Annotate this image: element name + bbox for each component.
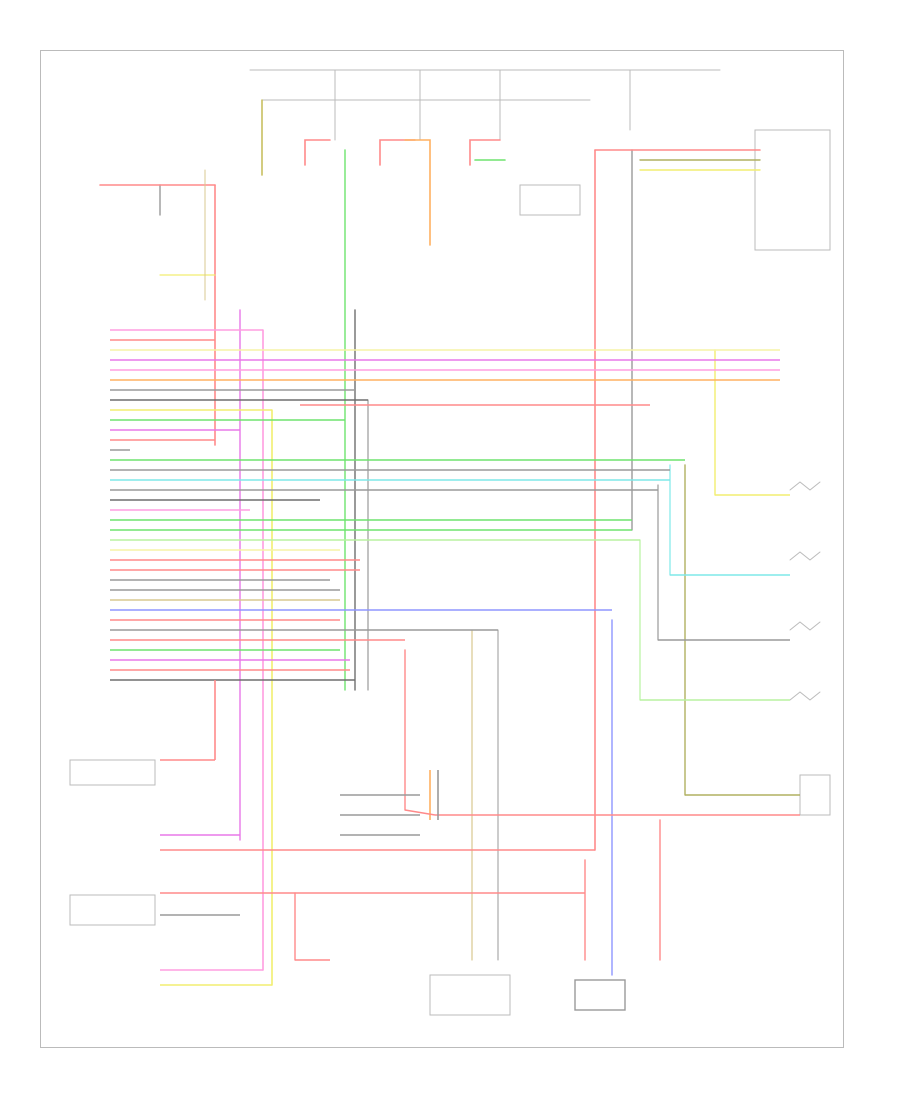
- component-box: [799, 774, 831, 816]
- red-wire: [469, 139, 501, 166]
- component-box: [69, 759, 156, 786]
- red-wire: [379, 139, 416, 166]
- wire: [789, 481, 821, 491]
- wire: [789, 691, 821, 701]
- wire: [789, 621, 821, 631]
- component-box: [754, 129, 831, 251]
- component-box: [429, 974, 511, 1016]
- wire: [789, 551, 821, 561]
- component-box: [519, 184, 581, 216]
- component-box: [69, 894, 156, 926]
- red-wire: [404, 809, 436, 816]
- red-wire: [304, 139, 331, 166]
- diagram-frame: [40, 50, 844, 1048]
- orange-wire: [404, 139, 431, 246]
- component-box: [574, 979, 626, 1011]
